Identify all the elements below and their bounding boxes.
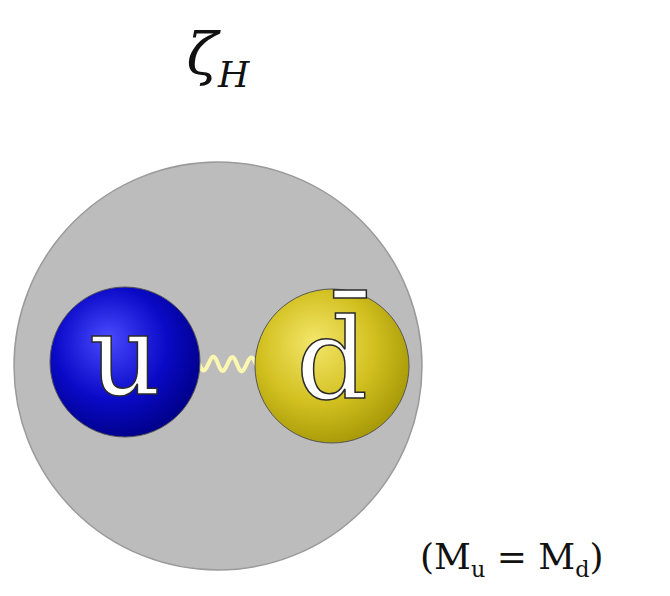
subscript: u xyxy=(471,556,485,582)
gluon-wave xyxy=(199,357,256,372)
meson-circle: ζH u d̄ xyxy=(13,20,423,585)
mass-condition: (Mu = Md) xyxy=(420,536,604,582)
quark-letter: u xyxy=(89,299,161,411)
antiquark-sphere: d̄ xyxy=(254,288,410,444)
quark-letter: d̄ xyxy=(296,303,368,415)
meson-symbol: ζH xyxy=(13,20,423,96)
subscript: d xyxy=(575,556,589,582)
quark-sphere: u xyxy=(49,286,201,438)
subscript: H xyxy=(218,54,249,95)
gluon-line xyxy=(199,357,256,372)
meson-disc xyxy=(14,162,422,570)
sphere-disc xyxy=(50,287,200,437)
sphere-disc xyxy=(255,289,409,443)
